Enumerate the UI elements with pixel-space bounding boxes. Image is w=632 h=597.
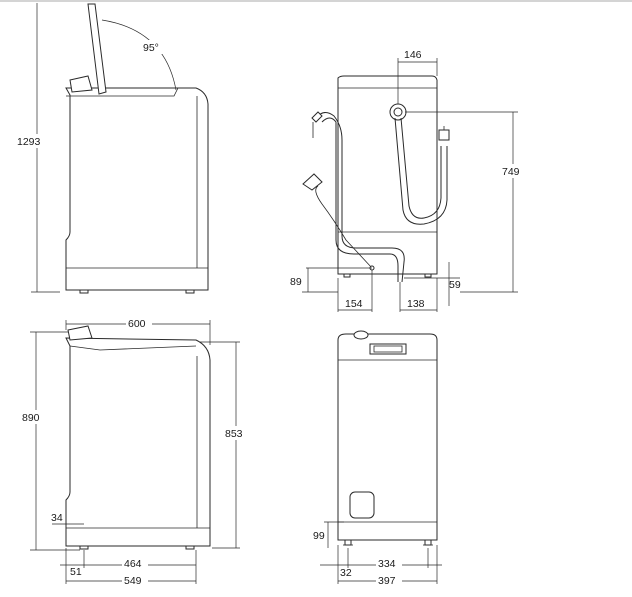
lid-handle bbox=[69, 75, 93, 93]
inlet-hose bbox=[394, 117, 448, 225]
open-lid bbox=[87, 3, 107, 95]
inlet-hose-inner bbox=[400, 117, 442, 219]
label-549: 549 bbox=[124, 575, 142, 587]
foot-front bbox=[79, 289, 89, 294]
label-600: 600 bbox=[128, 318, 146, 330]
label-angle: 95° bbox=[143, 42, 159, 54]
filter-door bbox=[349, 491, 375, 519]
label-397: 397 bbox=[378, 575, 396, 587]
label-138: 138 bbox=[407, 298, 425, 310]
label-bg-334 bbox=[376, 557, 402, 569]
machine-body-rear bbox=[337, 75, 438, 275]
label-154: 154 bbox=[345, 298, 363, 310]
machine-body-side-closed bbox=[65, 337, 211, 547]
top-knob bbox=[353, 330, 369, 340]
label-bg-464 bbox=[122, 557, 148, 569]
top-edge bbox=[66, 87, 179, 97]
lid-handle-closed bbox=[67, 325, 93, 341]
drain-hose-inner bbox=[321, 117, 399, 282]
side-view-lid-open: 1293 95° bbox=[14, 3, 209, 294]
front-foot-right bbox=[424, 539, 432, 546]
label-146: 146 bbox=[404, 49, 422, 61]
label-bg-853 bbox=[224, 426, 250, 440]
rear-foot-left bbox=[343, 273, 351, 278]
foot-back bbox=[185, 289, 195, 294]
label-bg-397 bbox=[376, 574, 402, 586]
label-99: 99 bbox=[313, 530, 325, 542]
label-32: 32 bbox=[340, 567, 352, 579]
label-bg-angle bbox=[140, 40, 164, 54]
label-853: 853 bbox=[225, 428, 243, 440]
rear-foot-right bbox=[424, 273, 432, 278]
machine-body-side bbox=[65, 87, 209, 291]
label-59: 59 bbox=[449, 279, 461, 291]
label-464: 464 bbox=[124, 558, 142, 570]
power-plug bbox=[302, 173, 323, 191]
foot-front-closed bbox=[79, 545, 89, 550]
label-bg-549 bbox=[122, 574, 148, 586]
label-1293: 1293 bbox=[17, 136, 41, 148]
inlet-connector bbox=[438, 129, 450, 141]
inlet-ring-inner bbox=[393, 107, 403, 117]
label-bg-1293 bbox=[14, 134, 44, 148]
angle-arc bbox=[101, 19, 177, 91]
front-view: 99 334 32 397 bbox=[313, 330, 442, 587]
label-bg-749 bbox=[500, 164, 524, 178]
label-bg-600 bbox=[126, 317, 152, 330]
label-749: 749 bbox=[502, 166, 520, 178]
drain-hose-end bbox=[311, 111, 323, 123]
control-display-inner bbox=[373, 345, 403, 353]
label-bg-890 bbox=[20, 410, 48, 424]
side-view-closed: 600 890 853 34 464 51 bbox=[20, 317, 250, 587]
power-cable bbox=[315, 185, 373, 269]
control-display bbox=[369, 343, 407, 355]
lid-edge-closed bbox=[69, 345, 197, 351]
label-890: 890 bbox=[22, 412, 40, 424]
foot-back-closed bbox=[185, 545, 195, 550]
front-foot-left bbox=[344, 539, 352, 546]
label-334: 334 bbox=[378, 558, 396, 570]
machine-body-front bbox=[337, 333, 438, 541]
label-51: 51 bbox=[70, 566, 82, 578]
drain-hose bbox=[315, 112, 405, 283]
label-89: 89 bbox=[290, 276, 302, 288]
label-34: 34 bbox=[51, 512, 63, 524]
rear-view-hoses: 146 749 89 154 bbox=[290, 49, 524, 312]
